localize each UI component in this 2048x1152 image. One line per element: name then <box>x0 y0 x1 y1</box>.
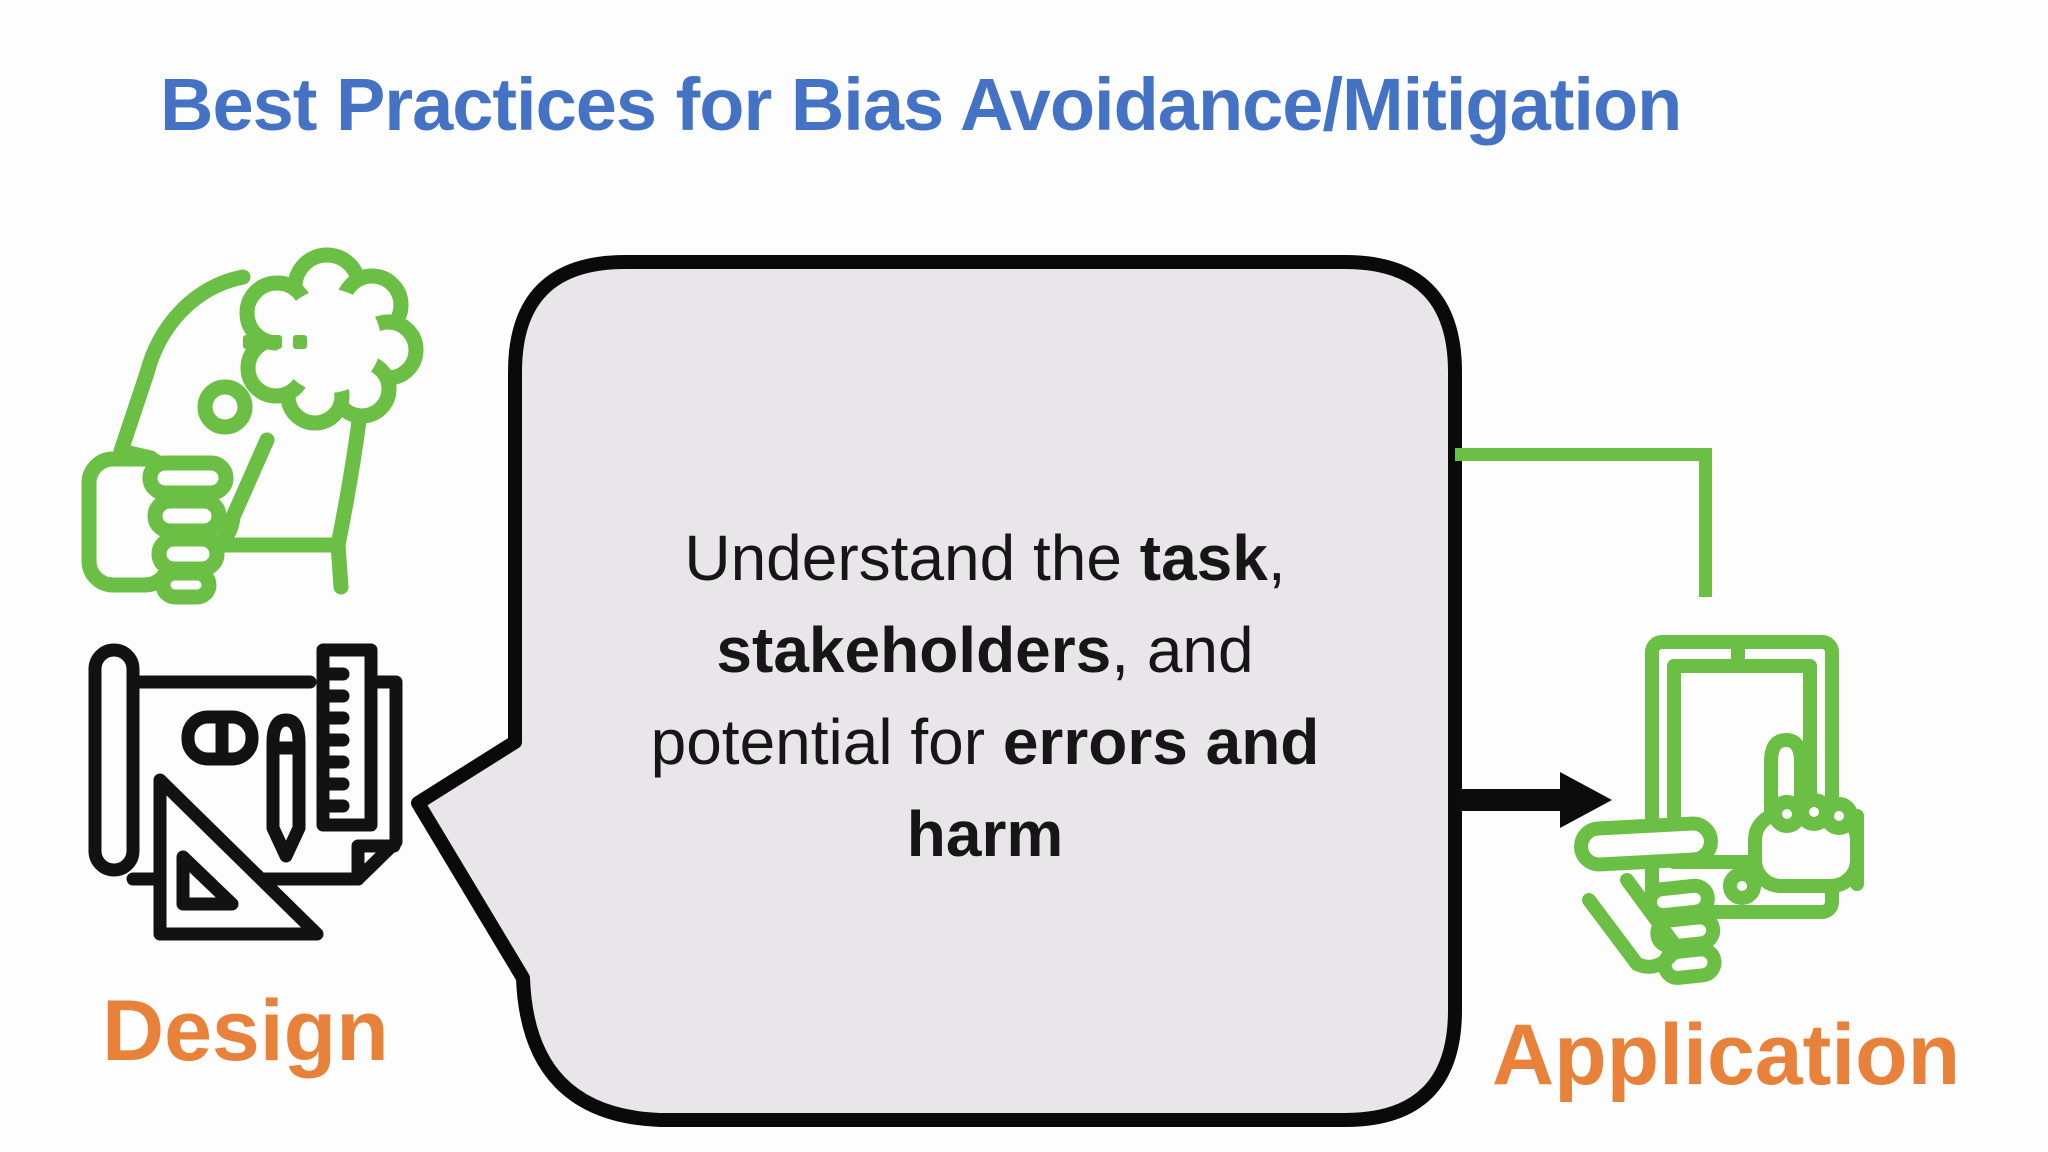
arrow-shaft <box>1456 789 1562 811</box>
arrow-head-icon <box>1560 772 1612 828</box>
speech-bubble <box>411 255 1462 1127</box>
head-neck-line <box>330 397 369 595</box>
bubble-text-segment: , and <box>1111 614 1254 686</box>
bubble-line: harm <box>545 788 1425 880</box>
tablet-home-button <box>1723 867 1761 905</box>
application-label: Application <box>1492 1007 1961 1103</box>
bubble-text-segment-bold: task <box>1139 522 1268 594</box>
thinking-head-icon <box>81 247 424 605</box>
pencil <box>266 713 306 863</box>
slide-title: Best Practices for Bias Avoidance/Mitiga… <box>160 63 1682 146</box>
holding-hand <box>1574 816 1722 985</box>
bubble-line: stakeholders, and <box>545 604 1425 696</box>
eraser <box>181 710 259 766</box>
head-profile-outline <box>113 269 251 494</box>
bubble-text-segment-bold: errors and <box>1002 706 1320 778</box>
thought-cloud-dots <box>243 335 307 349</box>
bubble-line: potential for errors and <box>545 696 1425 788</box>
blueprint-right-edge-fold <box>351 675 403 886</box>
bubble-text-segment: , <box>1267 522 1286 594</box>
pointing-hand <box>1748 733 1864 893</box>
bubble-text-segment: Understand the <box>684 522 1140 594</box>
connector-line-vertical <box>1699 448 1712 597</box>
bubble-text-segment-bold: stakeholders <box>716 614 1112 686</box>
speech-bubble-text: Understand the task, stakeholders, and p… <box>545 512 1425 880</box>
speech-bubble-shape <box>411 255 1462 1127</box>
set-square-triangle <box>153 773 324 941</box>
head-hand <box>81 451 234 605</box>
bubble-line: Understand the task, <box>545 512 1425 604</box>
thought-cloud <box>239 247 424 431</box>
design-label: Design <box>102 983 389 1079</box>
connector-line-horizontal <box>1455 448 1712 461</box>
ruler <box>316 643 378 832</box>
design-tools-icon <box>88 643 403 941</box>
head-eye <box>197 379 253 435</box>
bubble-text-segment-bold: harm <box>906 798 1064 870</box>
tablet-touch-icon <box>1574 635 1864 985</box>
bubble-text-segment: potential for <box>650 706 1003 778</box>
blueprint-scroll-edge <box>88 643 140 877</box>
